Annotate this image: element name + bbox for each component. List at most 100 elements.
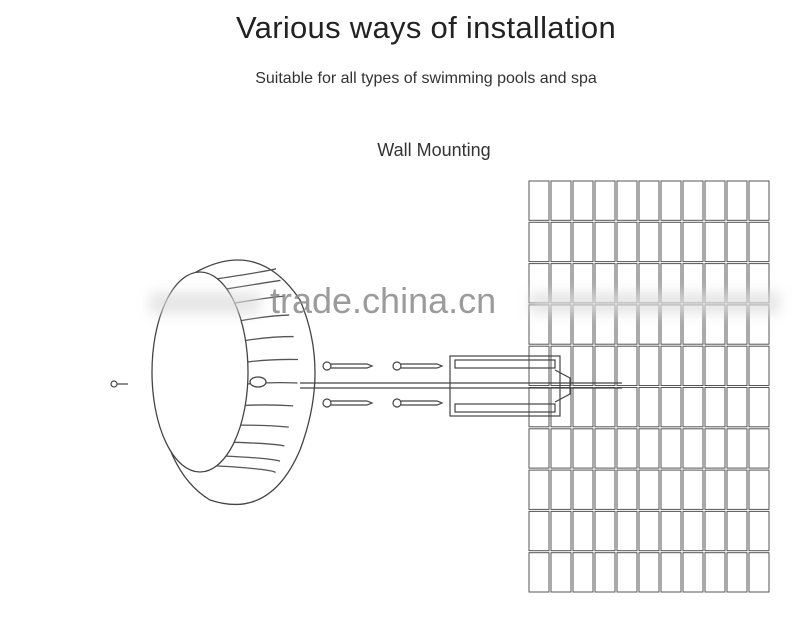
light-rib — [240, 424, 289, 428]
tile — [638, 552, 660, 593]
light-rib — [247, 358, 299, 363]
tile — [748, 510, 770, 552]
tile — [638, 510, 660, 552]
tile — [682, 345, 704, 387]
tile — [616, 387, 638, 428]
tile — [748, 221, 770, 263]
screws — [110, 361, 444, 408]
tile — [748, 387, 770, 428]
tile — [638, 469, 660, 510]
tile — [748, 345, 770, 387]
tile — [660, 552, 682, 593]
tile — [704, 428, 726, 469]
light-rib — [216, 465, 276, 474]
tile — [594, 345, 616, 387]
tile — [550, 469, 572, 510]
tile — [528, 428, 550, 469]
tile — [550, 180, 572, 221]
tile — [550, 552, 572, 593]
tile — [594, 428, 616, 469]
tile — [748, 469, 770, 510]
tile — [704, 180, 726, 221]
tile — [616, 345, 638, 387]
tile — [594, 510, 616, 552]
screw — [322, 361, 374, 371]
tile — [528, 345, 550, 387]
tile — [660, 221, 682, 263]
tile — [748, 428, 770, 469]
tile — [748, 552, 770, 593]
tile — [594, 221, 616, 263]
screw — [392, 361, 444, 371]
tile — [638, 221, 660, 263]
light-rib — [225, 455, 281, 462]
tile — [660, 180, 682, 221]
page-subtitle: Suitable for all types of swimming pools… — [255, 70, 597, 87]
tile — [638, 428, 660, 469]
tile — [682, 510, 704, 552]
light-rib — [234, 441, 285, 447]
tile — [682, 387, 704, 428]
tile — [660, 510, 682, 552]
tile — [638, 180, 660, 221]
tile — [594, 469, 616, 510]
tile — [616, 221, 638, 263]
tile — [594, 387, 616, 428]
tile — [660, 428, 682, 469]
tile — [682, 428, 704, 469]
tile — [660, 469, 682, 510]
tile — [704, 221, 726, 263]
tile — [528, 552, 550, 593]
light-rib — [245, 404, 294, 407]
tile — [528, 510, 550, 552]
tile — [550, 387, 572, 428]
tile — [572, 552, 594, 593]
tile — [726, 180, 748, 221]
tile — [572, 469, 594, 510]
screw — [322, 398, 374, 408]
light-rib — [226, 279, 281, 290]
tile — [572, 221, 594, 263]
tile — [528, 387, 550, 428]
screw — [392, 398, 444, 408]
tile — [528, 221, 550, 263]
watermark-blur-left — [150, 292, 260, 314]
mounting-bracket — [300, 355, 622, 417]
tile — [704, 552, 726, 593]
tile — [726, 510, 748, 552]
tile — [704, 469, 726, 510]
tile — [572, 180, 594, 221]
tile — [528, 180, 550, 221]
tile — [616, 180, 638, 221]
tile — [704, 510, 726, 552]
tile — [638, 345, 660, 387]
tile — [550, 510, 572, 552]
tile — [726, 387, 748, 428]
tile — [726, 469, 748, 510]
section-label: Wall Mounting — [377, 140, 491, 160]
tile — [726, 428, 748, 469]
tile — [704, 345, 726, 387]
tile — [616, 428, 638, 469]
tile — [682, 180, 704, 221]
tile — [748, 180, 770, 221]
tile — [616, 552, 638, 593]
tile — [616, 469, 638, 510]
pool-light — [151, 259, 316, 506]
watermark: trade.china.cn — [270, 280, 497, 321]
tile — [550, 428, 572, 469]
tile — [550, 345, 572, 387]
tile — [638, 387, 660, 428]
light-rib — [217, 268, 277, 280]
tile — [682, 552, 704, 593]
tile — [572, 387, 594, 428]
tile — [682, 221, 704, 263]
tile — [594, 180, 616, 221]
light-rib — [241, 314, 290, 322]
tile — [660, 345, 682, 387]
tile — [572, 428, 594, 469]
tile — [594, 552, 616, 593]
tile-wall — [528, 180, 770, 593]
tile — [528, 469, 550, 510]
